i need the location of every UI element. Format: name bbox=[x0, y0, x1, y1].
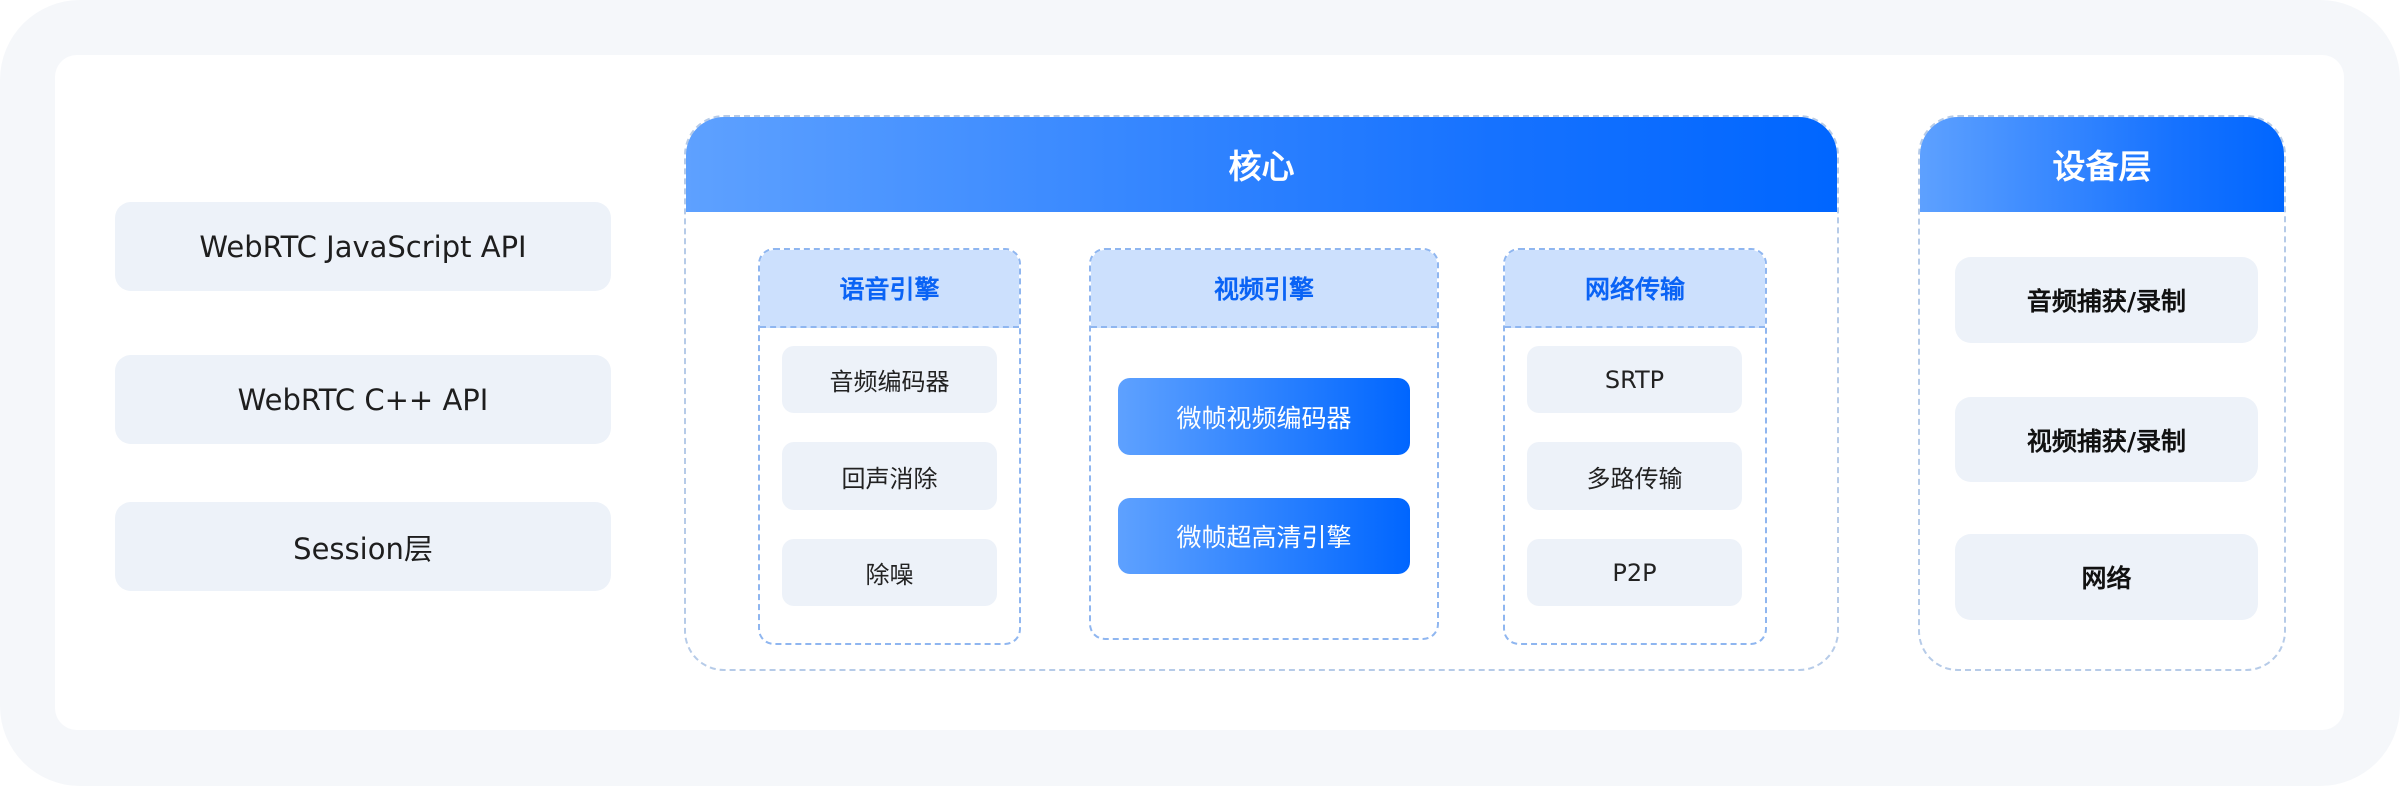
video-engine-title: 视频引擎 bbox=[1091, 250, 1437, 328]
layer-session: Session层 bbox=[115, 502, 611, 591]
device-title: 设备层 bbox=[1920, 117, 2284, 212]
network-item-p2p: P2P bbox=[1527, 539, 1742, 606]
network-item-multipath: 多路传输 bbox=[1527, 442, 1742, 510]
network-title: 网络传输 bbox=[1505, 250, 1765, 328]
video-item-encoder: 微帧视频编码器 bbox=[1118, 378, 1410, 455]
voice-item-encoder: 音频编码器 bbox=[782, 346, 997, 413]
video-item-uhd-engine: 微帧超高清引擎 bbox=[1118, 498, 1410, 574]
device-item-audio-capture: 音频捕获/录制 bbox=[1955, 257, 2258, 343]
core-title: 核心 bbox=[686, 117, 1837, 212]
voice-item-denoise: 除噪 bbox=[782, 539, 997, 606]
voice-engine-title: 语音引擎 bbox=[760, 250, 1019, 328]
device-item-video-capture: 视频捕获/录制 bbox=[1955, 397, 2258, 482]
network-item-srtp: SRTP bbox=[1527, 346, 1742, 413]
core-group: 核心 bbox=[684, 115, 1839, 671]
layer-webrtc-js-api: WebRTC JavaScript API bbox=[115, 202, 611, 291]
device-item-network: 网络 bbox=[1955, 534, 2258, 620]
voice-item-echo-cancel: 回声消除 bbox=[782, 442, 997, 510]
layer-webrtc-cpp-api: WebRTC C++ API bbox=[115, 355, 611, 444]
device-group: 设备层 bbox=[1918, 115, 2286, 671]
